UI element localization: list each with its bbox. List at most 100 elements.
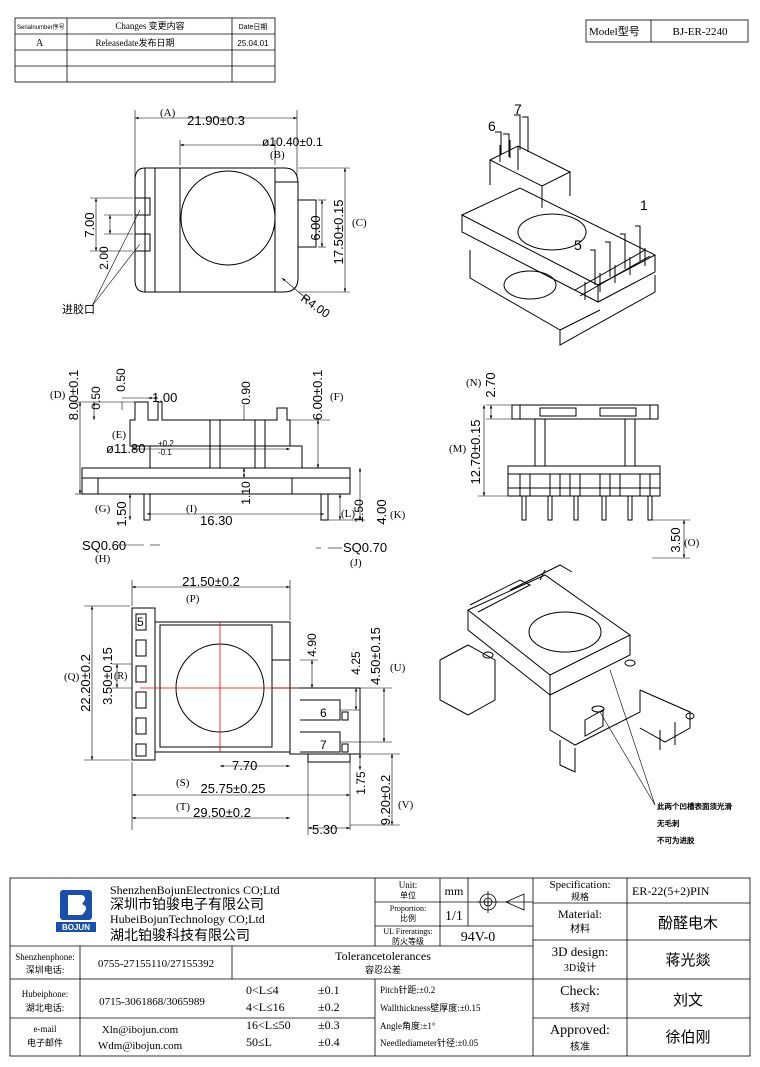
design-value: 蒋光燚 — [665, 952, 710, 969]
tolerance-range-1: 0<L≤4 — [246, 983, 279, 997]
fire-label-cn: 防火等级 — [392, 936, 424, 946]
logo-text: BOJUN — [62, 923, 90, 932]
email-label-cn: 电子邮件 — [27, 1037, 63, 1048]
dim-p-letter: (P) — [186, 593, 200, 605]
proportion-label-cn: 比例 — [400, 913, 416, 923]
dim-f: 6.00±0.1 — [310, 370, 325, 421]
dim-050b: 0.50 — [114, 368, 128, 392]
dim-v-letter: (V) — [398, 799, 414, 811]
dim-e-letter: (E) — [112, 429, 126, 441]
tolerance-range-4: 50≤L — [246, 1035, 272, 1049]
dim-l: 1.50 — [352, 499, 366, 523]
iso-note-2: 无毛刺 — [656, 818, 680, 828]
dim-i: 16.30 — [200, 513, 233, 528]
design-label-en: 3D design: — [552, 944, 609, 959]
dim-175: 1.75 — [354, 771, 368, 795]
spec-label-cn: 规格 — [571, 891, 589, 902]
approved-label-en: Approved: — [550, 1023, 610, 1038]
model-value: BJ-ER-2240 — [673, 26, 729, 38]
title-block-grid — [9, 877, 751, 1057]
revision-table — [14, 17, 276, 83]
unit-label-en: Unit: — [399, 880, 418, 890]
dim-s: 25.75±0.25 — [201, 781, 266, 796]
dim-6: 6.00 — [308, 215, 323, 240]
bottom-view-dims — [84, 580, 400, 835]
dim-j-letter: (J) — [350, 557, 362, 569]
spec-label-en: Specification: — [549, 879, 610, 891]
inlet-label: 进胶口 — [62, 302, 95, 316]
dim-t-letter: (T) — [176, 801, 190, 813]
hb-phone-label-cn: 湖北电话: — [26, 1002, 65, 1013]
dim-u-letter: (U) — [390, 662, 406, 674]
dim-r: 3.50±0.15 — [100, 647, 115, 705]
dim-c-letter: (C) — [352, 217, 367, 229]
email-label-en: e-mail — [34, 1024, 57, 1034]
pin-label-7: 7 — [320, 738, 327, 752]
iso-bottom-view — [439, 564, 695, 773]
dim-425: 4.25 — [349, 651, 363, 675]
top-view — [134, 167, 317, 293]
note-wall: Wallthickness壁厚度:±0.15 — [380, 1002, 481, 1013]
iso-bottom-leaders — [599, 669, 656, 806]
dim-m-letter: (M) — [449, 443, 466, 455]
iso-top-view — [460, 114, 657, 346]
dim-a: 21.90±0.3 — [187, 113, 245, 128]
dim-s-letter: (S) — [176, 777, 190, 789]
dim-e-tol-down: -0.1 — [158, 448, 172, 457]
pin-label-5: 5 — [137, 615, 144, 629]
dim-n: 2.70 — [483, 372, 498, 397]
revision-header-date: Date日期 — [239, 23, 268, 31]
tolerance-value-1: ±0.1 — [318, 983, 340, 997]
material-label-cn: 材料 — [570, 922, 590, 935]
hb-phone-value: 0715-3061868/3065989 — [99, 996, 205, 1008]
dim-b: ø10.40±0.1 — [262, 135, 323, 149]
model-box — [585, 19, 749, 43]
dim-k-letter: (K) — [390, 509, 406, 521]
dim-b-letter: (B) — [270, 149, 285, 161]
company-cn-1: 深圳市铂骏电子有限公司 — [110, 896, 264, 913]
sz-phone-label-cn: 深圳电话: — [26, 964, 65, 975]
spec-value: ER-22(5+2)PIN — [632, 884, 710, 898]
unit-value: mm — [445, 884, 464, 898]
tolerance-value-4: ±0.4 — [318, 1035, 340, 1049]
design-label-cn: 3D设计 — [564, 961, 596, 974]
fire-label-en: UL Fireratings: — [383, 927, 432, 936]
iso-pin-7: 7 — [514, 101, 522, 117]
front-view-dims — [478, 404, 690, 559]
dim-k: 4.00 — [374, 499, 389, 524]
unit-label-cn: 单位 — [400, 890, 416, 900]
dim-7: 7.00 — [82, 212, 97, 237]
note-needle: Needlediameter针径:±0.05 — [380, 1037, 479, 1048]
email-value-2: Wdm@ibojun.com — [98, 1040, 183, 1052]
dim-m: 12.70±0.15 — [468, 420, 483, 485]
dim-g: 1.50 — [114, 501, 129, 526]
dim-o-letter: (O) — [684, 537, 700, 549]
dim-e: ø11.80 — [106, 441, 146, 456]
iso-pin-1: 1 — [640, 197, 648, 213]
sz-phone-value: 0755-27155110/27155392 — [98, 958, 214, 970]
revision-cell-date: 25.04.01 — [237, 39, 269, 48]
dim-j: SQ0.70 — [343, 540, 387, 555]
dim-h-letter: (H) — [95, 553, 111, 565]
dim-g-letter: (G) — [95, 503, 111, 515]
dim-i-letter: (I) — [186, 503, 197, 515]
sz-phone-label-en: Shenzhenphone: — [15, 952, 74, 962]
dim-q-letter: (Q) — [64, 671, 80, 683]
dim-d: 8.00±0.1 — [66, 370, 81, 421]
dim-530: 5.30 — [312, 822, 337, 837]
dim-t: 29.50±0.2 — [193, 805, 251, 820]
revision-cell-serial: A — [36, 38, 44, 49]
company-cn-2: 湖北铂骏科技有限公司 — [110, 928, 250, 944]
dim-radius: R4.00 — [298, 291, 333, 321]
dim-q: 22.20±0.2 — [78, 654, 93, 712]
approved-value: 徐伯刚 — [665, 1029, 710, 1046]
side-view-dims — [75, 396, 365, 549]
check-value: 刘文 — [673, 992, 703, 1009]
tolerance-title-cn: 容忍公差 — [365, 964, 401, 975]
dim-h: SQ0.60 — [82, 538, 126, 553]
iso-pin-6: 6 — [488, 118, 496, 134]
hb-phone-label-en: Hubeiphone: — [22, 989, 69, 999]
dim-o: 3.50 — [668, 527, 683, 552]
dim-d-letter: (D) — [50, 389, 66, 401]
dim-v: 9.20±0.2 — [378, 775, 393, 826]
